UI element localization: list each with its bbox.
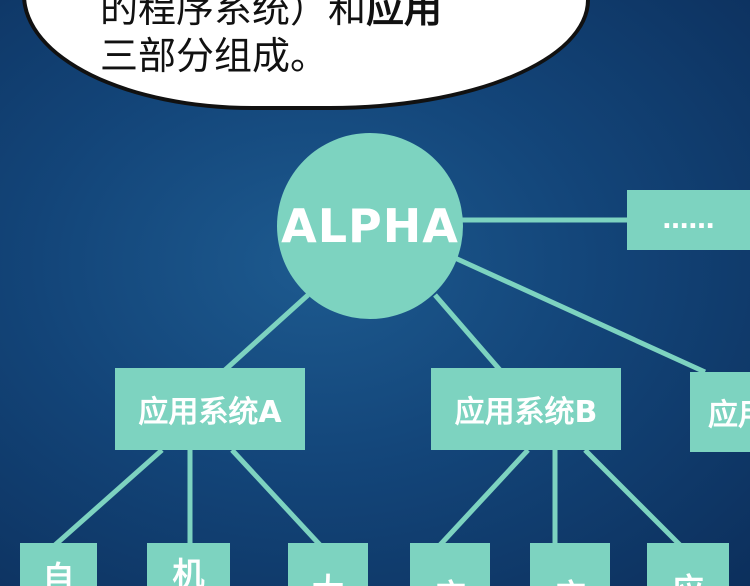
more-node: …… <box>627 190 750 250</box>
bubble-text-line-2: 三部分组成。 <box>100 34 329 78</box>
system-node-a: 应用系统A <box>115 368 305 450</box>
bubble-bold-word: 应用 <box>366 0 443 31</box>
leaf-node-4: 应 <box>410 543 490 586</box>
edge-b-leaf-1 <box>438 448 530 547</box>
edge-a-leaf-1 <box>53 448 164 547</box>
leaf-node-6: 应 <box>647 543 729 586</box>
system-node-c: 应用 <box>690 372 750 452</box>
leaf-node-5: 应 <box>530 543 610 586</box>
leaf-node-3: 大 <box>288 543 368 586</box>
edge-a-leaf-3 <box>230 448 322 547</box>
edge-b-leaf-3 <box>583 448 682 547</box>
leaf-node-1: 自 <box>20 543 97 586</box>
system-node-b: 应用系统B <box>431 368 621 450</box>
edge-root-system-b <box>433 293 502 372</box>
edge-root-system-a <box>223 293 310 372</box>
leaf-node-2: 机 <box>147 543 230 586</box>
root-node: ALPHA <box>277 133 463 319</box>
edge-root-system-c <box>453 255 707 375</box>
bubble-text-line-1: 的程序系统）和应用 <box>100 0 442 28</box>
